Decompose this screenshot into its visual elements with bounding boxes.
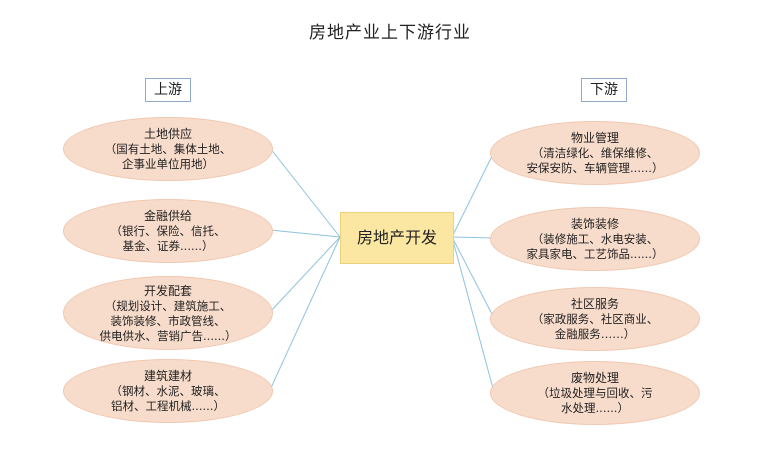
upstream-node-development: 开发配套 （规划设计、建筑施工、 装饰装修、市政管线、 供电供水、营销广告...… [63,276,273,350]
connector-upstream-3 [269,236,341,313]
node-title: 装饰装修 [570,217,619,231]
connector-downstream-2 [451,236,495,239]
upstream-node-land: 土地供应 （国有土地、集体土地、 企事业单位用地） [63,117,273,181]
upstream-label: 上游 [145,78,191,102]
connector-upstream-2 [269,229,341,238]
node-line: 企事业单位用地） [122,157,214,171]
downstream-node-community: 社区服务 （家政服务、社区商业、 金融服务……） [490,287,700,351]
center-node: 房地产开发 [340,212,454,264]
downstream-node-property: 物业管理 （清洁绿化、维保维修、 安保安防、车辆管理......） [490,121,700,185]
node-line: 家具家电、工艺饰品......） [526,247,664,261]
diagram-title: 房地产业上下游行业 [309,23,471,43]
node-title: 物业管理 [570,131,619,145]
downstream-node-waste: 废物处理 （垃圾处理与回收、污 水处理......） [490,361,700,425]
connector-downstream-4 [451,236,495,393]
node-title: 金融供给 [143,209,192,223]
upstream-node-finance: 金融供给 （银行、保险、信托、 基金、证券......） [63,199,273,263]
node-title: 社区服务 [570,297,619,311]
node-line: （银行、保险、信托、 [110,224,226,238]
connector-downstream-3 [451,236,495,319]
node-title: 废物处理 [570,371,619,385]
connector-upstream-4 [269,236,341,391]
node-line: 装饰装修、市政管线、 [110,313,226,328]
node-line: （装修施工、水电安装、 [531,232,659,246]
node-title: 建筑建材 [143,369,192,383]
downstream-node-decoration: 装饰装修 （装修施工、水电安装、 家具家电、工艺饰品......） [490,207,700,271]
node-line: 水处理......） [561,401,629,415]
node-line: （家政服务、社区商业、 [531,312,659,326]
node-title: 开发配套 [143,283,192,298]
node-line: （垃圾处理与回收、污 [537,386,653,400]
node-line: 铝材、工程机械......） [111,399,225,413]
node-line: （国有土地、集体土地、 [104,142,232,156]
node-line: 安保安防、车辆管理......） [526,161,664,175]
node-title: 土地供应 [143,127,192,141]
connector-downstream-1 [451,151,495,238]
upstream-node-materials: 建筑建材 （钢材、水泥、玻璃、 铝材、工程机械......） [63,359,273,423]
downstream-label: 下游 [581,78,627,102]
node-line: （钢材、水泥、玻璃、 [110,384,226,398]
node-line: 金融服务……） [554,327,636,341]
node-line: （规划设计、建筑施工、 [104,298,232,313]
node-line: （清洁绿化、维保维修、 [531,146,659,160]
node-line: 供电供水、营销广告......） [99,328,237,343]
connector-upstream-1 [269,147,341,238]
node-line: 基金、证券......） [122,239,214,253]
